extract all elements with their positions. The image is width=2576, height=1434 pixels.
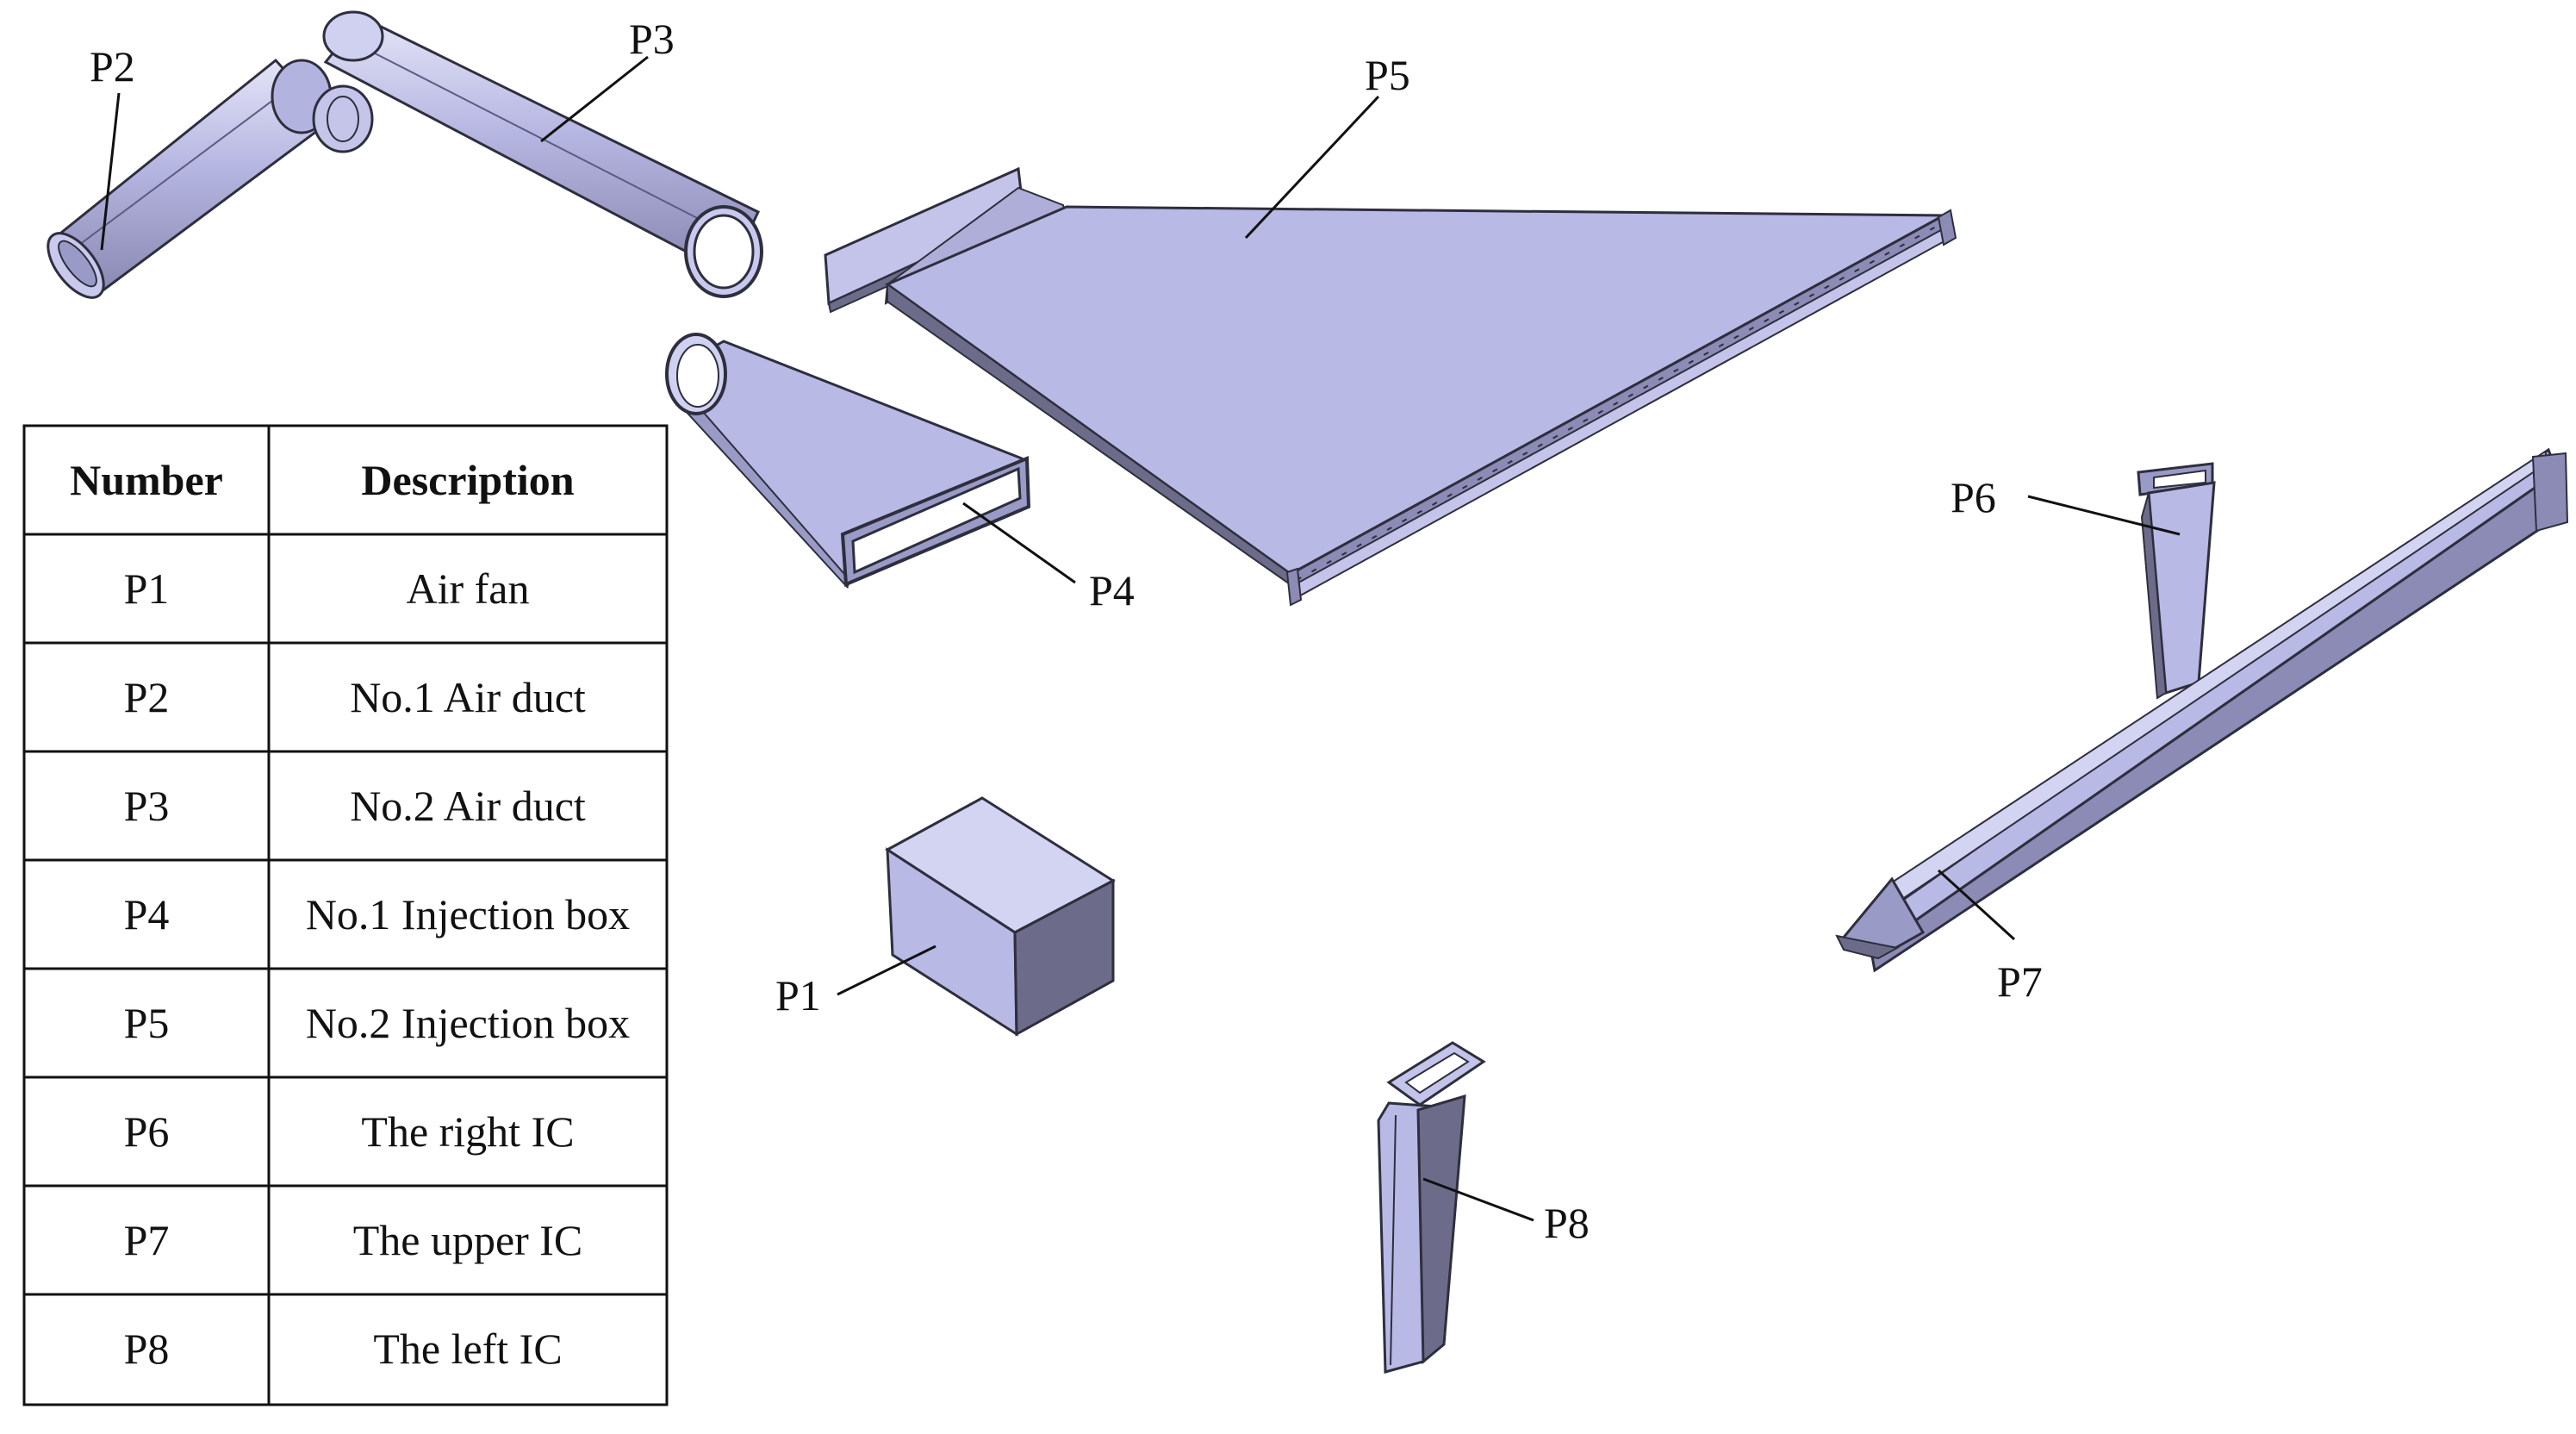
table-cell-number: P5 — [124, 999, 170, 1047]
air-fan-part — [885, 796, 1116, 1037]
leader-line-p5 — [1244, 95, 1380, 240]
left-ic-part — [1377, 1041, 1486, 1374]
injection-box-no1-part — [665, 333, 1031, 589]
callout-p5: P5 — [1365, 51, 1410, 99]
parts-table: Number Description P1 Air fan P2 No.1 Ai… — [22, 424, 669, 1406]
table-cell-number: P3 — [124, 782, 170, 830]
table-header-number: Number — [70, 456, 223, 504]
leader-line-p4 — [962, 502, 1076, 584]
air-duct-no2-part — [322, 10, 763, 298]
table-cell-number: P6 — [124, 1107, 170, 1156]
callout-p6: P6 — [1951, 473, 1996, 521]
leader-line-p7 — [1937, 869, 2016, 941]
leader-line-p6 — [2027, 495, 2181, 536]
leader-line-p3 — [540, 55, 649, 143]
table-cell-number: P7 — [124, 1216, 170, 1264]
callout-p8: P8 — [1544, 1199, 1590, 1247]
table-cell-description: No.1 Injection box — [306, 890, 630, 938]
table-frame — [22, 424, 669, 1406]
table-cell-number: P1 — [124, 564, 170, 613]
table-cell-description: No.1 Air duct — [350, 673, 586, 721]
leader-line-p2 — [100, 92, 121, 251]
table-cell-description: The upper IC — [353, 1216, 583, 1264]
table-cell-description: No.2 Injection box — [306, 999, 630, 1047]
callout-p4: P4 — [1089, 566, 1135, 614]
right-ic-part — [2137, 462, 2216, 700]
callout-p7: P7 — [1997, 957, 2043, 1006]
callout-p1: P1 — [775, 971, 821, 1019]
callout-p3: P3 — [629, 15, 675, 63]
table-cell-description: Air fan — [407, 564, 530, 613]
table-cell-description: The right IC — [361, 1107, 574, 1156]
table-cell-description: The left IC — [373, 1325, 562, 1373]
table-cell-description: No.2 Air duct — [350, 782, 586, 830]
leader-lines — [100, 55, 2181, 1222]
upper-ic-part — [1835, 447, 2569, 973]
table-cell-number: P4 — [124, 890, 170, 938]
injection-box-no2-part — [824, 166, 1957, 607]
table-cell-number: P2 — [124, 673, 170, 721]
table-cell-number: P8 — [124, 1325, 170, 1373]
air-duct-no1-part — [47, 58, 374, 299]
leader-line-p8 — [1422, 1177, 1534, 1222]
table-header-description: Description — [361, 456, 574, 504]
callout-p2: P2 — [90, 42, 135, 90]
leader-line-p1 — [837, 945, 936, 996]
